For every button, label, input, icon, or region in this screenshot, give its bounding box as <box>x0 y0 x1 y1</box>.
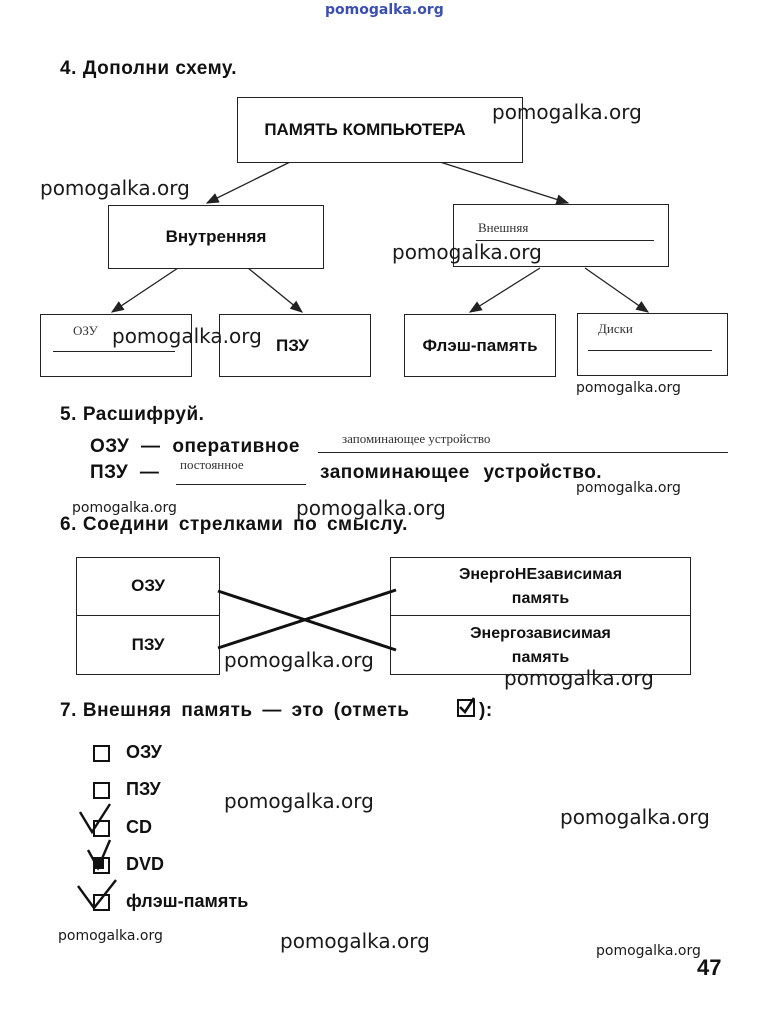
option-cd-check-icon <box>78 803 112 835</box>
watermark: pomogalka.org <box>560 805 710 829</box>
task4-title: 4.Дополни схему. <box>60 58 237 80</box>
task7-title: 7.Внешняя память — это (отметь <box>60 700 409 722</box>
option-flash-check-icon <box>77 879 117 910</box>
left-bottom-box: ПЗУ <box>76 615 220 675</box>
task7-number: 7. <box>60 700 77 721</box>
left-top-label: ОЗУ <box>131 576 165 595</box>
task7-title-checkbox <box>457 697 475 717</box>
task7-title-end: ): <box>479 700 493 721</box>
disks-answer-line <box>588 350 712 351</box>
flash-label: Флэш-память <box>422 336 538 355</box>
left-top-box: ОЗУ <box>76 557 220 617</box>
page-number: 47 <box>697 955 722 980</box>
ozu-answer: ОЗУ <box>73 323 98 338</box>
arrow-internal-ozu <box>110 267 179 313</box>
option-pzu-label: ПЗУ <box>126 779 161 799</box>
task5-line2-blank <box>176 484 306 485</box>
internal-box: Внутренняя <box>108 205 324 269</box>
task5-line2-prefix: ПЗУ — <box>90 462 160 483</box>
right-bottom-label-1: Энергозависимая <box>470 625 611 642</box>
watermark: pomogalka.org <box>224 789 374 813</box>
task5-line1-prefix: ОЗУ — оперативное <box>90 436 300 457</box>
option-cd-label: CD <box>126 817 152 837</box>
arrow-external-flash <box>468 267 541 313</box>
task5-title: 5.Расшифруй. <box>60 404 204 426</box>
option-ozu-checkbox[interactable] <box>93 745 110 762</box>
watermark: pomogalka.org <box>504 666 654 690</box>
watermark: pomogalka.org <box>72 500 177 516</box>
root-box: ПАМЯТЬ КОМПЬЮТЕРА <box>237 97 523 163</box>
task5-title-text: Расшифруй. <box>82 404 205 425</box>
right-top-label-2: память <box>511 590 570 607</box>
right-bottom-label-2: память <box>511 649 570 666</box>
watermark: pomogalka.org <box>40 176 190 200</box>
option-flash-checkbox[interactable] <box>93 894 110 911</box>
arrow-internal-pzu <box>247 267 304 313</box>
task4-title-text: Дополни схему. <box>82 58 238 79</box>
arrow-root-external <box>439 161 570 205</box>
internal-label: Внутренняя <box>165 227 267 246</box>
arrow-external-disks <box>584 267 650 313</box>
connect-pzu-energoindep <box>217 588 397 650</box>
watermark: pomogalka.org <box>576 380 681 396</box>
option-dvd-label: DVD <box>126 854 165 874</box>
pzu-box: ПЗУ <box>219 314 371 377</box>
watermark: pomogalka.org <box>224 648 374 672</box>
watermark: pomogalka.org <box>596 943 701 959</box>
arrow-root-internal <box>205 161 291 204</box>
task5-line1-blank <box>318 452 728 453</box>
option-flash-label: флэш-память <box>126 891 249 911</box>
task5-number: 5. <box>60 404 77 425</box>
task4-arrows <box>110 161 650 313</box>
watermark: pomogalka.org <box>112 324 262 348</box>
watermark: pomogalka.org <box>280 929 430 953</box>
root-label: ПАМЯТЬ КОМПЬЮТЕРА <box>264 120 466 139</box>
right-top-box: ЭнергоНЕзависимая память <box>390 557 691 617</box>
right-bottom-box: Энергозависимая память <box>390 615 691 675</box>
task6-title: 6.Соедини стрелками по смыслу. <box>60 514 408 536</box>
watermark: pomogalka.org <box>576 480 681 496</box>
disks-box: Диски <box>577 313 728 376</box>
option-dvd-check-icon <box>86 839 112 871</box>
ozu-box: ОЗУ <box>40 314 192 377</box>
external-answer-line <box>476 240 654 241</box>
external-box: Внешняя <box>453 204 669 267</box>
pzu-label: ПЗУ <box>276 336 309 355</box>
task7-title-text: Внешняя память — это (отметь <box>82 700 410 721</box>
option-pzu-checkbox[interactable] <box>93 782 110 799</box>
right-top-label-1: ЭнергоНЕзависимая <box>458 566 623 583</box>
watermark: pomogalka.org <box>296 496 446 520</box>
task5-line2-answer: постоянное <box>180 457 244 472</box>
task6-connections <box>217 588 397 652</box>
task6-title-text: Соедини стрелками по смыслу. <box>82 514 408 535</box>
task4-number: 4. <box>60 58 77 79</box>
option-ozu-label: ОЗУ <box>126 742 162 762</box>
external-answer: Внешняя <box>478 220 529 235</box>
flash-box: Флэш-память <box>404 314 556 377</box>
ozu-answer-line <box>53 351 175 352</box>
watermark: pomogalka.org <box>58 928 163 944</box>
check-icon <box>459 697 475 715</box>
task6-number: 6. <box>60 514 77 535</box>
watermark: pomogalka.org <box>492 100 642 124</box>
task5-line2-suffix: запоминающее устройство. <box>320 462 603 483</box>
watermark: pomogalka.org <box>392 240 542 264</box>
task5-line1-answer: запоминающее устройство <box>342 431 491 446</box>
header-site: pomogalka.org <box>325 2 444 18</box>
disks-answer: Диски <box>598 321 633 336</box>
left-bottom-label: ПЗУ <box>131 635 165 654</box>
